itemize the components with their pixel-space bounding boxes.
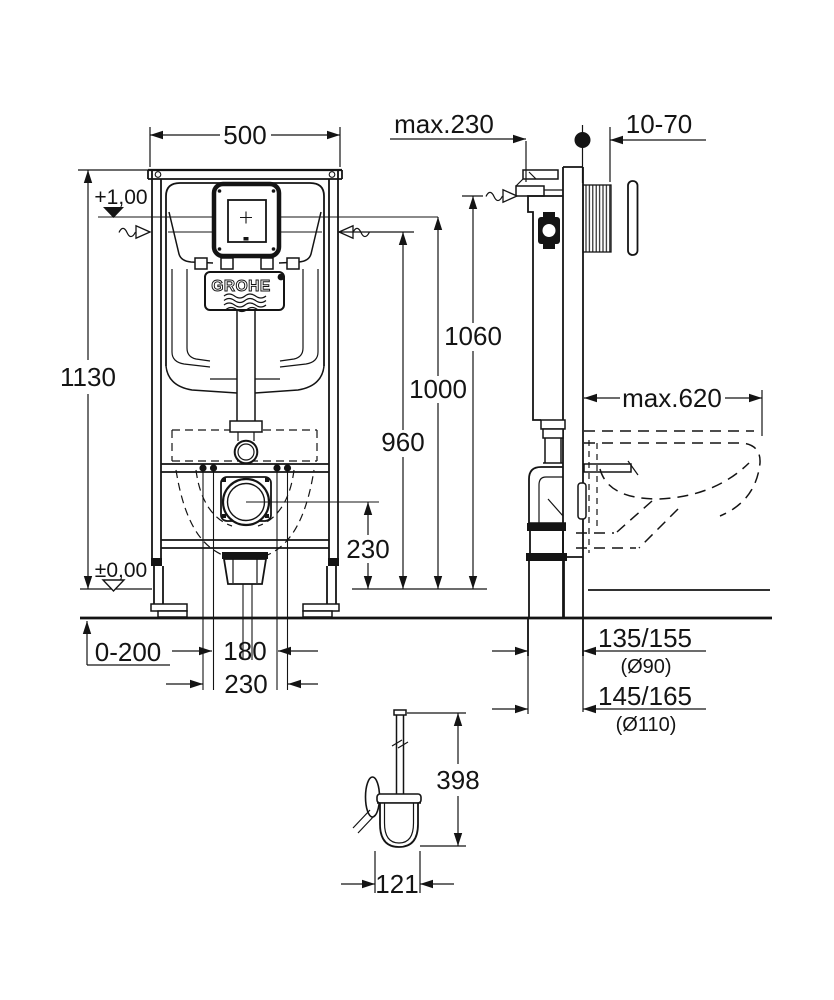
registered-mark-dot (277, 273, 285, 281)
dim-frame-height: 1130 (60, 169, 152, 589)
svg-text:121: 121 (375, 869, 418, 899)
dim-brush-height: 398 (407, 712, 480, 847)
mounting-rod (583, 463, 632, 473)
wall-bracket (515, 169, 563, 197)
side-view (515, 125, 761, 656)
level-triangle-icon (101, 579, 126, 593)
logo-wave-icon (223, 293, 267, 299)
svg-text:max.230: max.230 (394, 109, 494, 139)
dim-depth-max: max.230 (390, 109, 527, 182)
svg-text:500: 500 (223, 120, 266, 150)
svg-text:(Ø110): (Ø110) (616, 714, 677, 736)
svg-text:180: 180 (223, 636, 266, 666)
svg-text:+1,00: +1,00 (94, 186, 147, 209)
dim-rod-spacing: 180 (172, 636, 318, 666)
flush-plate-side (627, 180, 639, 256)
side-rail (562, 166, 584, 617)
brush-cup (379, 803, 419, 848)
toilet-brush-view (352, 709, 422, 848)
brand-logo-text: GROHE (211, 278, 270, 295)
frame-rails (147, 168, 343, 690)
holder-bracket (376, 793, 422, 804)
svg-text:±0,00: ±0,00 (95, 559, 147, 582)
toilet-bowl-dashed (576, 430, 761, 549)
dim-drain-small: 135/155 (Ø90) (492, 620, 706, 714)
crosshair-icon (240, 211, 252, 224)
svg-text:1000: 1000 (409, 374, 467, 404)
finished-wall-hatch (582, 184, 612, 253)
grohe-logo: GROHE (204, 271, 285, 313)
svg-text:960: 960 (381, 427, 424, 457)
dimensions: 500 1130 +1,00 ±0,00 (60, 109, 763, 899)
svg-text:230: 230 (224, 669, 267, 699)
level-triangle-icon (103, 207, 124, 218)
svg-text:(Ø90): (Ø90) (620, 656, 671, 678)
dim-foot-range: 0-200 (82, 621, 170, 667)
svg-text:145/165: 145/165 (598, 681, 692, 711)
dim-fixing-spacing: 230 (166, 669, 318, 699)
threaded-rods (202, 472, 289, 690)
flush-plate-window (194, 181, 300, 270)
svg-text:max.620: max.620 (622, 383, 722, 413)
wall-surface-dashed (588, 440, 598, 553)
pipe-fitting (229, 420, 263, 465)
outlet-assembly (220, 476, 272, 527)
level-marker-plus: +1,00 (94, 186, 148, 218)
dim-heights: 960 1000 1060 230 (246, 195, 502, 590)
svg-text:398: 398 (436, 765, 479, 795)
dim-drain-large: 145/165 (Ø110) (492, 681, 706, 736)
level-marker-zero: ±0,00 (95, 559, 147, 593)
brush-handle (395, 711, 405, 794)
dim-frame-width: 500 (149, 120, 341, 167)
side-cistern (527, 195, 566, 464)
dim-brush-width: 121 (341, 851, 454, 899)
dim-plate-range: 10-70 (609, 109, 706, 182)
svg-text:0-200: 0-200 (95, 637, 162, 667)
svg-text:230: 230 (346, 534, 389, 564)
front-view: GROHE (98, 168, 438, 690)
wall-hatch-ticks (352, 809, 376, 834)
water-inlet-arrows (118, 188, 519, 240)
side-drain (526, 466, 584, 656)
svg-text:135/155: 135/155 (598, 623, 692, 653)
svg-text:1130: 1130 (60, 362, 116, 392)
svg-text:10-70: 10-70 (626, 109, 693, 139)
pan-connector (222, 552, 268, 660)
flush-pipe (236, 310, 256, 421)
dim-bowl-depth: max.620 (584, 383, 763, 436)
wc-mounting-bracket (577, 482, 587, 520)
svg-text:1060: 1060 (444, 321, 502, 351)
